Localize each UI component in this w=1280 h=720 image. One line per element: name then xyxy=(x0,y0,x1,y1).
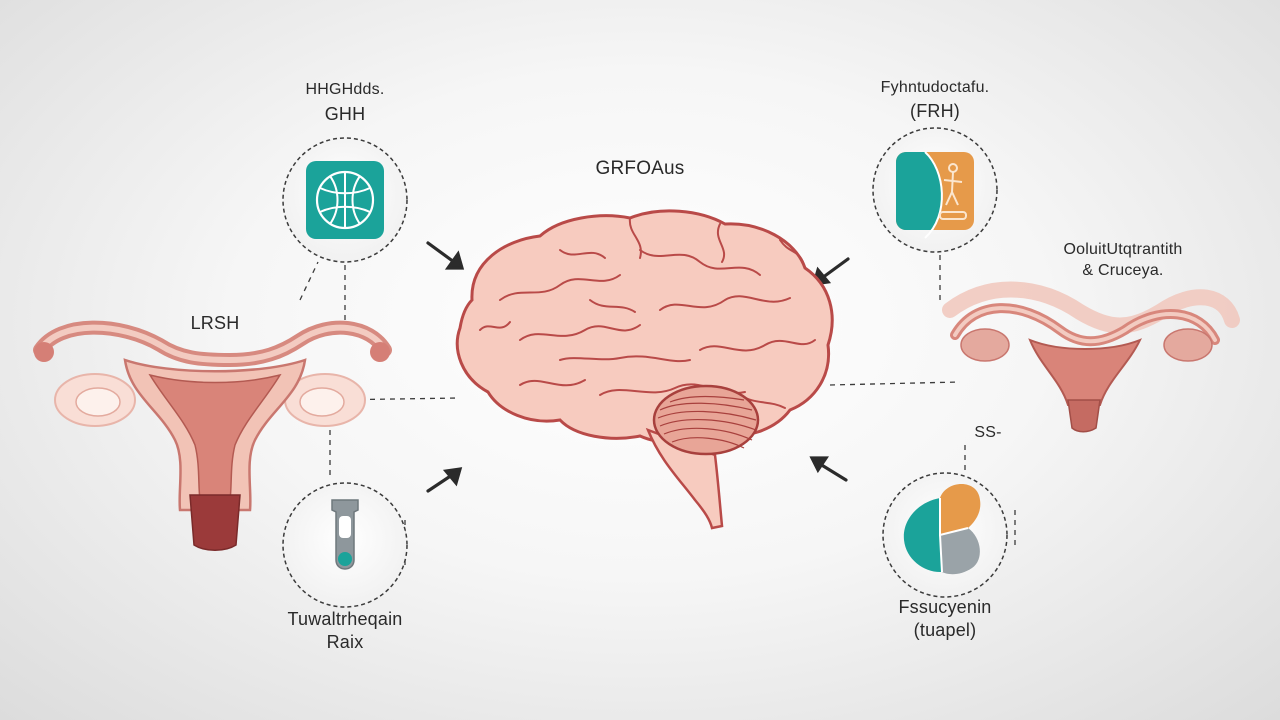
left-organ-label: LRSH xyxy=(190,313,240,333)
uterus-right-illustration xyxy=(942,281,1240,433)
circle-top-right xyxy=(872,127,998,253)
circle-bottom-right xyxy=(882,472,1008,598)
circle-bottom-left xyxy=(282,482,408,608)
right-small-mark: SS- xyxy=(974,424,1002,441)
body-figure-icon xyxy=(896,151,974,239)
brain-scan-icon xyxy=(306,161,384,239)
bottom-right-label-line2: (tuapel) xyxy=(913,620,977,640)
top-right-label-line2: (FRH) xyxy=(910,101,960,121)
arrow-bottom-right xyxy=(809,456,848,482)
uterus-left-illustration xyxy=(33,320,392,551)
top-left-label-line1: HHGHdds. xyxy=(305,81,385,98)
top-right-label-line1: Fyhntudoctafu. xyxy=(880,79,990,96)
right-organ-label-line1: OoluitUtqtrantith xyxy=(1063,241,1183,258)
arrow-bottom-left xyxy=(426,467,463,493)
bottom-left-label-line2: Raix xyxy=(326,632,364,652)
bottom-left-label-line1: Tuwaltrheqain xyxy=(287,609,403,629)
circle-top-left xyxy=(282,137,408,263)
center-title: GRFOAus xyxy=(595,158,685,179)
top-left-label-line2: GHH xyxy=(324,104,366,124)
test-tube-icon xyxy=(331,499,359,570)
arrow-top-left xyxy=(426,241,465,270)
bottom-right-label-line1: Fssucyenin xyxy=(898,597,992,617)
pie-chart-icon xyxy=(903,484,981,575)
right-organ-label-line2: & Cruceya. xyxy=(1082,262,1164,279)
brain-illustration xyxy=(455,209,834,530)
